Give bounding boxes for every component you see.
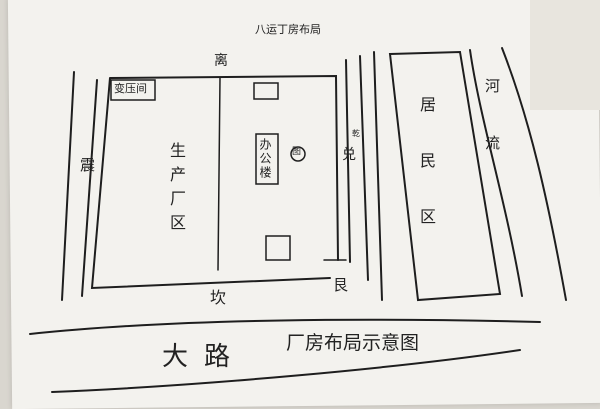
compass-north-label: 离 — [214, 53, 228, 69]
river-label: 河流 — [483, 78, 501, 192]
factory-divider — [217, 77, 221, 271]
compass-northeast-label: 艮 — [333, 276, 349, 294]
circle-mark — [290, 146, 306, 162]
background-corner — [530, 0, 600, 110]
road-line-mid-1 — [359, 55, 369, 281]
office-building-label: 办公楼 — [258, 138, 272, 180]
layout-sketch — [29, 47, 567, 393]
transformer-box — [110, 79, 156, 101]
bottom-box — [265, 235, 291, 261]
main-road-bottom — [51, 349, 521, 393]
production-zone-label: 生产厂区 — [167, 142, 186, 238]
road-line-mid-2 — [373, 51, 383, 301]
residential-zone-label: 居民区 — [417, 96, 436, 264]
factory-frame — [90, 74, 339, 290]
river-line-left — [469, 49, 523, 297]
office-circle-label: 图 — [292, 147, 302, 157]
residential-block — [388, 50, 502, 302]
diagram-caption: 厂房布局示意图 — [286, 332, 420, 354]
right-small-road — [345, 59, 351, 263]
main-road-top — [29, 318, 541, 335]
road-line-left-inner — [81, 79, 98, 297]
compass-west-label: 兑 — [342, 147, 356, 163]
top-box — [253, 82, 279, 100]
transformer-label: 变压间 — [114, 82, 147, 95]
diagram-title: 八运丁房布局 — [255, 23, 321, 36]
compass-small-mark: 乾 — [352, 129, 360, 138]
office-building-box — [255, 133, 279, 185]
compass-east-label: 震 — [80, 156, 96, 174]
river-line-right — [501, 47, 567, 301]
road-line-left-outer — [61, 71, 75, 301]
main-road-label: 大路 — [162, 342, 247, 372]
compass-south-label: 坎 — [210, 288, 227, 307]
